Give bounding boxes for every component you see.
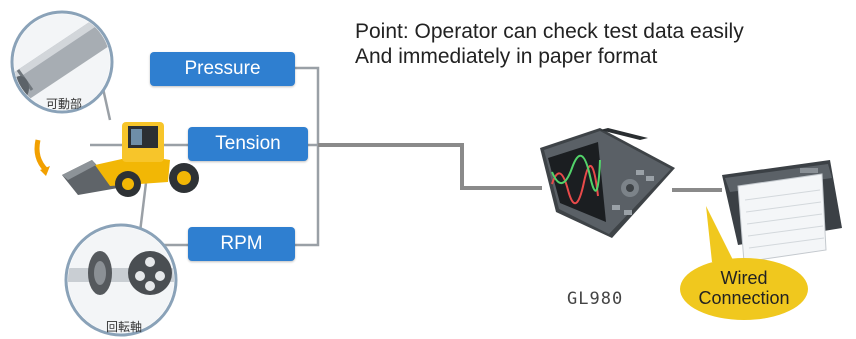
wired-connection-callout: Wired Connection	[680, 258, 808, 320]
tension-label: Tension	[188, 127, 308, 161]
point-text-line2: And immediately in paper format	[355, 45, 658, 68]
shaft-magnifier	[64, 223, 178, 337]
callout-line1: Wired	[720, 268, 768, 289]
pressure-label: Pressure	[150, 52, 295, 86]
rotating-shaft-label: 回転軸	[106, 320, 143, 334]
cylinder-magnifier	[10, 10, 114, 114]
loader-vehicle	[34, 122, 199, 197]
gl980-logger	[540, 128, 675, 238]
point-text-line1: Point: Operator can check test data easi…	[355, 20, 744, 43]
logger-model-label: GL980	[567, 289, 624, 309]
callout-tail	[706, 206, 734, 262]
callout-line2: Connection	[698, 288, 790, 308]
printer	[722, 160, 842, 263]
movable-part-label: 可動部	[46, 97, 83, 111]
logger-cable	[318, 143, 542, 190]
rpm-label: RPM	[188, 227, 295, 261]
